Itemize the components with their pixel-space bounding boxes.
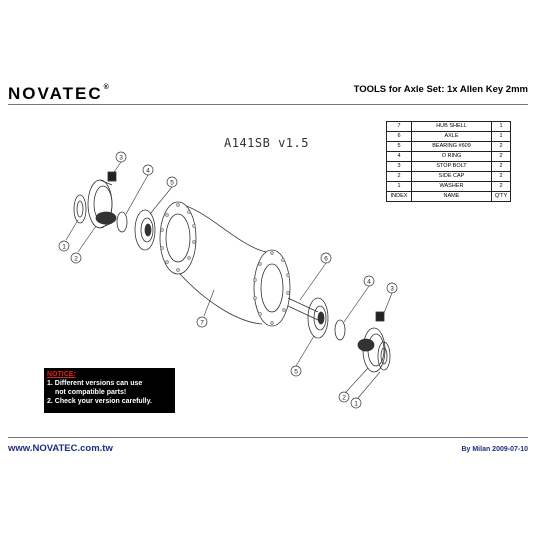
notice-line-2: not compatible parts! <box>55 389 127 396</box>
callout-circle-r1 <box>350 397 362 409</box>
notice-line-1: 1. Different versions can use <box>47 380 143 387</box>
left-o-ring <box>116 211 128 233</box>
callout-circle-l2 <box>70 252 82 264</box>
callout-l2: 2 <box>74 256 78 263</box>
callout-circle-l1 <box>58 240 70 252</box>
header-qty: Q'TY <box>491 191 511 202</box>
hub-shell <box>159 201 291 327</box>
callout-r2: 2 <box>342 395 346 402</box>
model-label: A141SB v1.5 <box>224 136 309 150</box>
right-bearing <box>307 297 329 339</box>
callout-circle-l5 <box>166 176 178 188</box>
callout-circle-7 <box>196 316 208 328</box>
callout-r5: 5 <box>294 369 298 376</box>
left-side-cap <box>87 179 117 229</box>
table-header-row: INDEX NAME Q'TY <box>386 191 511 202</box>
header-divider <box>8 104 528 105</box>
notice-title: NOTICE: <box>47 371 76 378</box>
callout-r3: 3 <box>390 286 394 293</box>
callout-r4: 4 <box>367 279 371 286</box>
callout-7: 7 <box>200 320 204 327</box>
callout-l1: 1 <box>62 244 66 251</box>
axle <box>287 297 319 321</box>
notice-box: NOTICE: 1. Different versions can use no… <box>44 368 175 413</box>
callout-l5: 5 <box>170 180 174 187</box>
right-o-ring <box>334 319 346 341</box>
callout-circle-r5 <box>290 365 302 377</box>
notice-line-3: 2. Check your version carefully. <box>47 398 152 405</box>
right-washer <box>377 341 391 371</box>
footer-divider <box>8 437 528 438</box>
brand-name: NOVATEC <box>8 84 103 103</box>
callout-6: 6 <box>324 256 328 263</box>
callout-l3: 3 <box>119 155 123 162</box>
left-stop-bolt <box>107 171 117 182</box>
callout-r1: 1 <box>354 401 358 408</box>
tools-note: TOOLS for Axle Set: 1x Allen Key 2mm <box>353 84 528 95</box>
brand-logo: NOVATEC® <box>8 84 109 104</box>
callout-leaders <box>65 161 393 399</box>
right-side-cap <box>357 327 386 373</box>
right-stop-bolt <box>375 311 385 322</box>
callout-l4: 4 <box>146 168 150 175</box>
parts-table: 7 HUB SHELL 1 6 AXLE 1 5 BEARING #609 2 … <box>386 121 511 202</box>
registered-mark: ® <box>103 84 109 91</box>
left-washer <box>73 194 87 224</box>
callout-circle-l4 <box>142 164 154 176</box>
website-link[interactable]: www.NOVATEC.com.tw <box>8 443 113 454</box>
callout-circle-l3 <box>115 151 127 163</box>
left-bearing <box>134 209 156 251</box>
callout-circle-r2 <box>338 391 350 403</box>
author-date: By Milan 2009-07-10 <box>461 446 528 453</box>
callout-circle-r3 <box>386 282 398 294</box>
callout-circle-r4 <box>363 275 375 287</box>
callout-circle-6 <box>320 252 332 264</box>
